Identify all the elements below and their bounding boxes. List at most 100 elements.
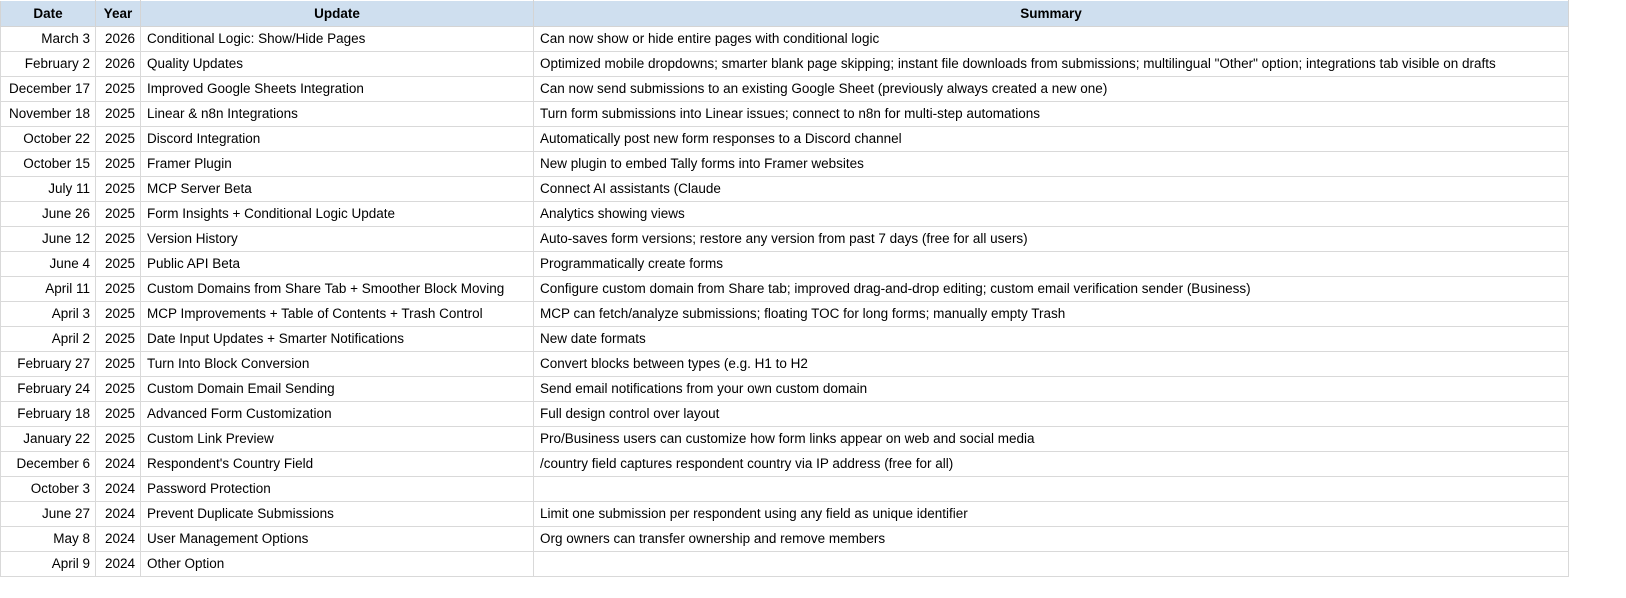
cell-update[interactable]: Improved Google Sheets Integration [140,76,534,102]
cell-summary[interactable]: Turn form submissions into Linear issues… [533,101,1569,127]
cell-summary[interactable]: Programmatically create forms [533,251,1569,277]
cell-summary[interactable]: Full design control over layout [533,401,1569,427]
cell-update[interactable]: Linear & n8n Integrations [140,101,534,127]
column-header-year[interactable]: Year [95,0,141,27]
cell-year[interactable]: 2025 [95,176,141,202]
column-header-summary[interactable]: Summary [533,0,1569,27]
cell-year[interactable]: 2025 [95,426,141,452]
cell-summary[interactable]: Auto-saves form versions; restore any ve… [533,226,1569,252]
cell-summary[interactable]: Optimized mobile dropdowns; smarter blan… [533,51,1569,77]
cell-date[interactable]: February 24 [0,376,96,402]
cell-summary[interactable]: /country field captures respondent count… [533,451,1569,477]
cell-summary[interactable]: Send email notifications from your own c… [533,376,1569,402]
cell-date[interactable]: April 3 [0,301,96,327]
cell-update[interactable]: Date Input Updates + Smarter Notificatio… [140,326,534,352]
cell-summary[interactable]: Analytics showing views [533,201,1569,227]
cell-date[interactable]: January 22 [0,426,96,452]
cell-update[interactable]: Prevent Duplicate Submissions [140,501,534,527]
cell-update[interactable]: Other Option [140,551,534,577]
cell-date[interactable]: October 22 [0,126,96,152]
cell-date[interactable]: October 3 [0,476,96,502]
cell-summary[interactable]: New date formats [533,326,1569,352]
cell-date[interactable]: December 6 [0,451,96,477]
cell-year[interactable]: 2024 [95,451,141,477]
cell-update[interactable]: Discord Integration [140,126,534,152]
cell-summary[interactable] [533,476,1569,502]
cell-year[interactable]: 2024 [95,501,141,527]
cell-summary[interactable]: Org owners can transfer ownership and re… [533,526,1569,552]
cell-date[interactable]: April 2 [0,326,96,352]
cell-update[interactable]: Password Protection [140,476,534,502]
cell-update[interactable]: Custom Domain Email Sending [140,376,534,402]
cell-date[interactable]: April 9 [0,551,96,577]
cell-date[interactable]: February 27 [0,351,96,377]
cell-summary[interactable]: Automatically post new form responses to… [533,126,1569,152]
cell-update[interactable]: Version History [140,226,534,252]
cell-year[interactable]: 2025 [95,301,141,327]
cell-year[interactable]: 2026 [95,26,141,52]
cell-summary[interactable]: Can now show or hide entire pages with c… [533,26,1569,52]
column-header-update[interactable]: Update [140,0,534,27]
cell-summary[interactable]: Convert blocks between types (e.g. H1 to… [533,351,1569,377]
cell-year[interactable]: 2025 [95,76,141,102]
cell-update[interactable]: MCP Server Beta [140,176,534,202]
cell-summary[interactable]: MCP can fetch/analyze submissions; float… [533,301,1569,327]
cell-update[interactable]: Respondent's Country Field [140,451,534,477]
cell-year[interactable]: 2024 [95,476,141,502]
cell-date[interactable]: June 12 [0,226,96,252]
cell-update[interactable]: Conditional Logic: Show/Hide Pages [140,26,534,52]
cell-date[interactable]: February 2 [0,51,96,77]
cell-update[interactable]: User Management Options [140,526,534,552]
cell-update[interactable]: Quality Updates [140,51,534,77]
cell-summary[interactable]: Limit one submission per respondent usin… [533,501,1569,527]
cell-update[interactable]: Framer Plugin [140,151,534,177]
cell-summary[interactable]: Connect AI assistants (Claude [533,176,1569,202]
cell-update[interactable]: Public API Beta [140,251,534,277]
cell-date[interactable]: June 27 [0,501,96,527]
cell-year[interactable]: 2025 [95,351,141,377]
cell-summary[interactable] [533,551,1569,577]
cell-summary[interactable]: Can now send submissions to an existing … [533,76,1569,102]
cell-date[interactable]: November 18 [0,101,96,127]
cell-update[interactable]: MCP Improvements + Table of Contents + T… [140,301,534,327]
cell-year[interactable]: 2025 [95,251,141,277]
cell-year[interactable]: 2025 [95,226,141,252]
cell-date[interactable]: February 18 [0,401,96,427]
cell-year[interactable]: 2025 [95,326,141,352]
cell-summary[interactable]: Configure custom domain from Share tab; … [533,276,1569,302]
cell-update[interactable]: Turn Into Block Conversion [140,351,534,377]
cell-date[interactable]: April 11 [0,276,96,302]
cell-date[interactable]: June 26 [0,201,96,227]
cell-year[interactable]: 2024 [95,526,141,552]
cell-summary[interactable]: New plugin to embed Tally forms into Fra… [533,151,1569,177]
cell-summary[interactable]: Pro/Business users can customize how for… [533,426,1569,452]
cell-date[interactable]: March 3 [0,26,96,52]
cell-year[interactable]: 2024 [95,551,141,577]
cell-update[interactable]: Custom Domains from Share Tab + Smoother… [140,276,534,302]
cell-year[interactable]: 2025 [95,276,141,302]
cell-year[interactable]: 2025 [95,126,141,152]
column-header-date[interactable]: Date [0,0,96,27]
cell-year[interactable]: 2025 [95,101,141,127]
